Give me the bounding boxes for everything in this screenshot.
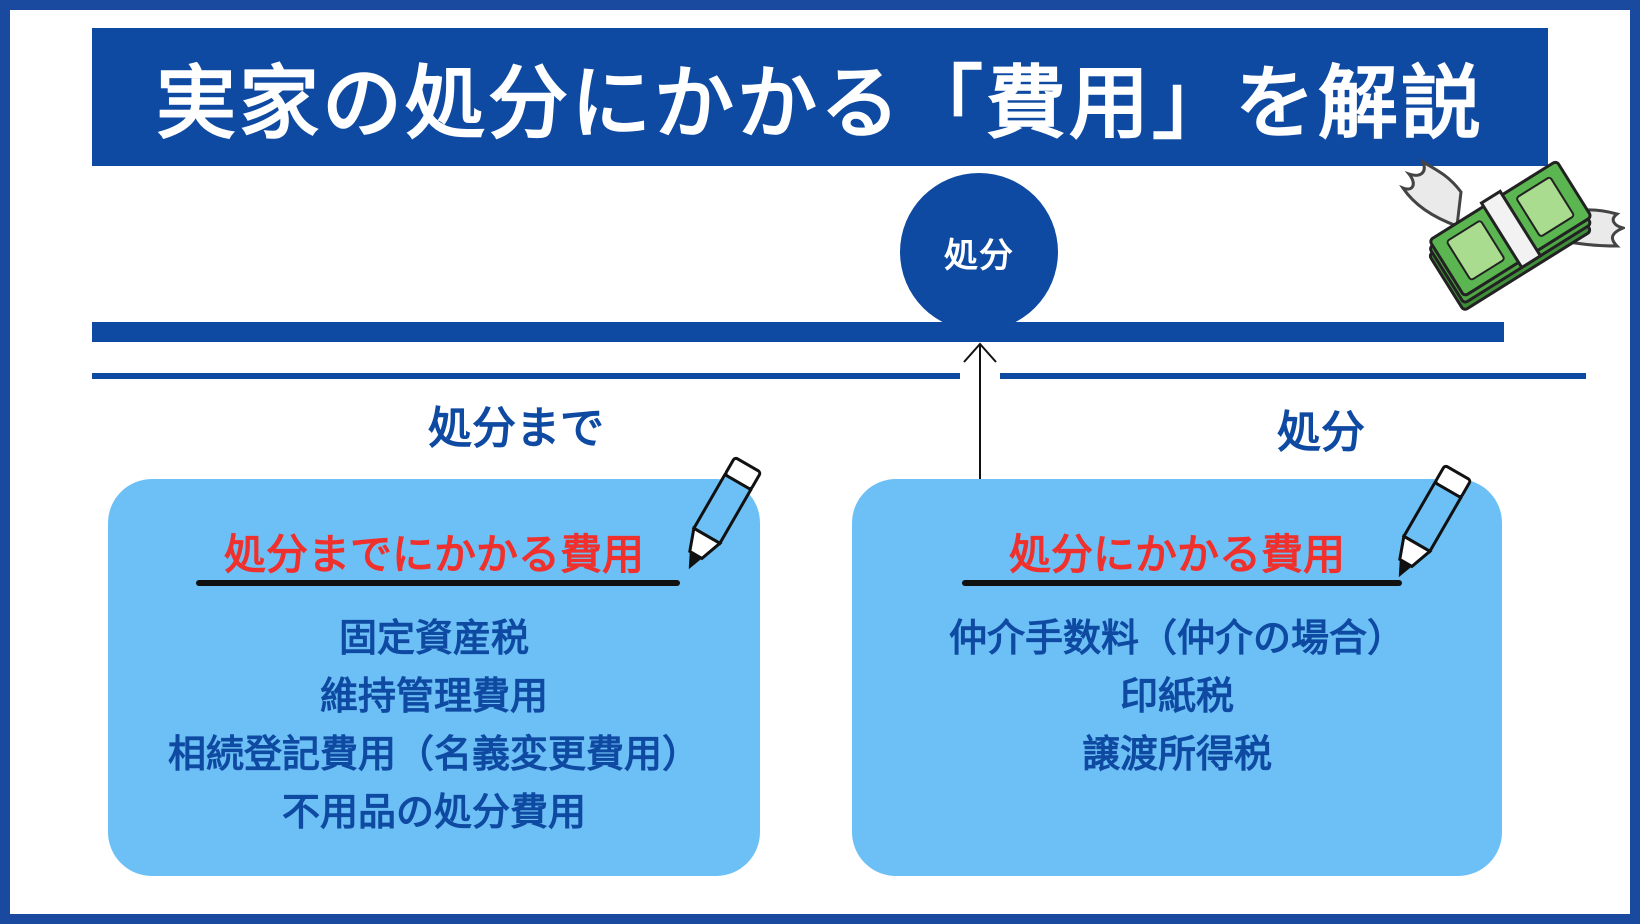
- heading-underline: [962, 580, 1402, 586]
- section-label-before: 処分まで: [428, 403, 604, 454]
- heading-underline: [196, 580, 680, 586]
- card-heading: 処分にかかる費用: [1008, 530, 1345, 579]
- cost-card-disposal: 処分にかかる費用 仲介手数料（仲介の場合） 印紙税 譲渡所得税: [852, 479, 1502, 876]
- marker-pen-icon: [1398, 464, 1472, 578]
- up-arrow-icon: [963, 342, 997, 494]
- section-label-disposal: 処分: [1277, 407, 1365, 458]
- section-divider-right: [1000, 373, 1586, 379]
- marker-pen-icon: [688, 456, 762, 570]
- cost-card-before: 処分までにかかる費用 固定資産税 維持管理費用 相続登記費用（名義変更費用） 不…: [108, 479, 760, 876]
- list-item: 固定資産税: [338, 616, 529, 660]
- page-title: 実家の処分にかかる「費用」を解説: [156, 57, 1484, 150]
- list-item: 仲介手数料（仲介の場合）: [948, 616, 1405, 660]
- list-item: 不用品の処分費用: [281, 790, 586, 834]
- list-item: 維持管理費用: [319, 674, 548, 718]
- milestone-circle: 処分: [900, 173, 1058, 331]
- milestone-label: 処分: [944, 235, 1014, 276]
- title-banner: 実家の処分にかかる「費用」を解説: [92, 28, 1548, 166]
- timeline-bar: [92, 322, 1504, 342]
- cost-list: 仲介手数料（仲介の場合） 印紙税 譲渡所得税: [852, 609, 1502, 783]
- list-item: 印紙税: [1119, 674, 1234, 718]
- list-item: 相続登記費用（名義変更費用）: [167, 732, 700, 776]
- list-item: 譲渡所得税: [1081, 732, 1272, 776]
- flying-money-icon: [1399, 158, 1625, 311]
- cost-list: 固定資産税 維持管理費用 相続登記費用（名義変更費用） 不用品の処分費用: [108, 609, 760, 841]
- card-heading: 処分までにかかる費用: [223, 530, 644, 579]
- section-divider-left: [92, 373, 960, 379]
